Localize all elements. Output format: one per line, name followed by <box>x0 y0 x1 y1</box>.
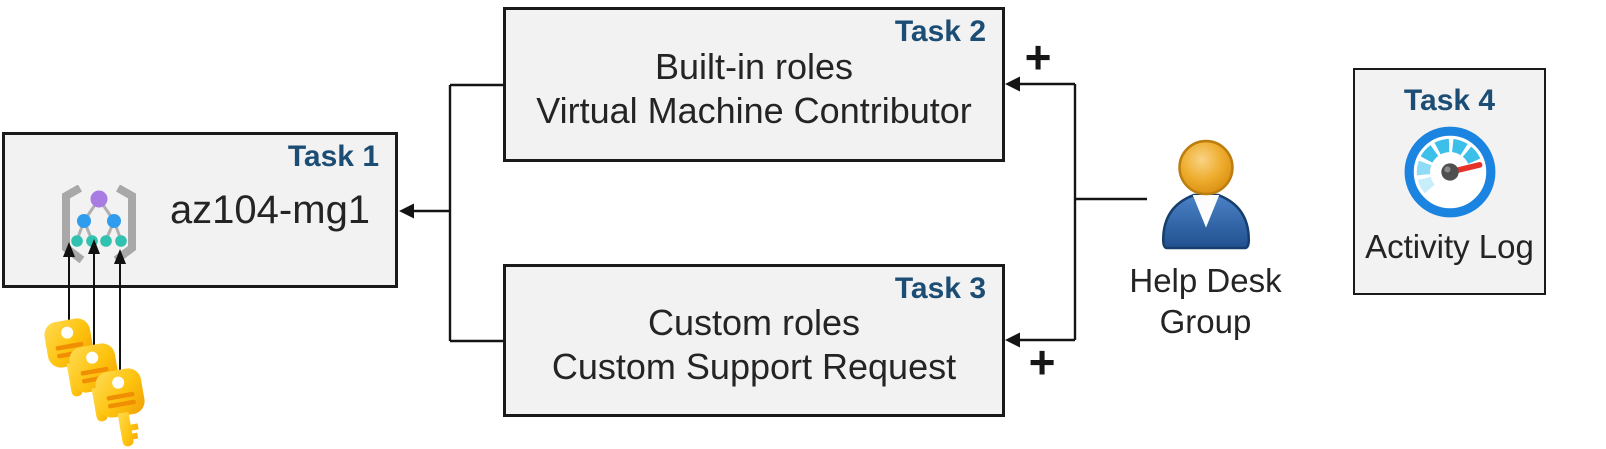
mg-leaf-node <box>115 235 127 247</box>
task4-box: Task 4 Activity Log <box>1353 68 1546 295</box>
task2-box: Task 2 Built-in roles Virtual Machine Co… <box>503 7 1005 162</box>
help-desk-group: Help Desk Group <box>1118 138 1293 342</box>
task3-box: Task 3 Custom roles Custom Support Reque… <box>503 264 1005 417</box>
help-desk-label-line2: Group <box>1159 303 1252 340</box>
task3-line1: Custom roles <box>647 301 861 343</box>
mg-leaf-node <box>71 235 83 247</box>
keys-cluster <box>30 312 180 449</box>
gauge-hub-highlight <box>1443 166 1451 173</box>
help-desk-label-line1: Help Desk <box>1129 262 1282 299</box>
task1-label: az104-mg1 <box>169 187 371 232</box>
task4-label: Activity Log <box>1365 228 1534 265</box>
gauge-dial-segments <box>1416 138 1480 194</box>
plus-icon-top: + <box>1024 31 1052 83</box>
plus-icon-bottom: + <box>1028 336 1056 388</box>
key-icon-3 <box>93 366 153 449</box>
left-branch-connector <box>448 83 503 343</box>
mg-leaf-node <box>100 235 112 247</box>
task2-line1: Built-in roles <box>654 45 854 87</box>
gauge-hub <box>1440 163 1459 181</box>
task2-title: Task 2 <box>894 15 986 48</box>
person-icon <box>1161 139 1250 250</box>
mg-child-node <box>107 214 121 228</box>
mg-leaf-node <box>86 235 98 247</box>
person-collar <box>1192 195 1219 228</box>
mg-root-node <box>90 190 108 208</box>
arrow-into-task1 <box>399 203 450 219</box>
task1-title: Task 1 <box>287 140 379 173</box>
task3-title: Task 3 <box>894 272 986 305</box>
mg-child-node <box>77 214 91 228</box>
task3-line2: Custom Support Request <box>551 345 957 387</box>
management-group-icon <box>53 184 145 268</box>
activity-log-gauge-icon <box>1401 123 1499 226</box>
task4-title: Task 4 <box>1403 84 1496 117</box>
task1-box: Task 1 az104-mg1 <box>2 132 398 288</box>
person-head <box>1177 139 1234 196</box>
task2-line2: Virtual Machine Contributor <box>536 89 972 131</box>
